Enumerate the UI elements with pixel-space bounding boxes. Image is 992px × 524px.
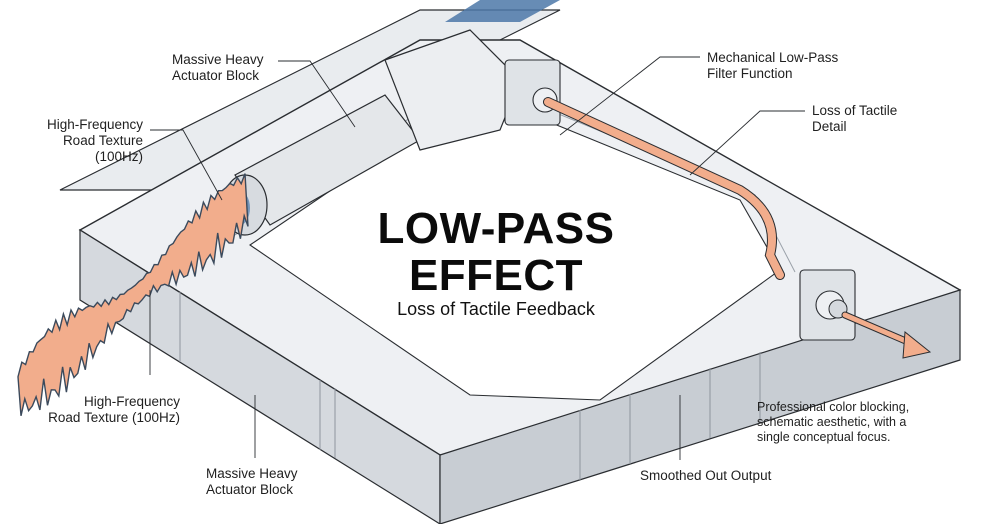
callout-line: Mechanical Low-Pass [707, 50, 839, 65]
callout-tactile-detail: Loss of Tactile Detail [812, 103, 897, 135]
callout-line: Massive Heavy [172, 52, 264, 67]
title-line-1: LOW-PASS [377, 204, 615, 253]
output-arrow [841, 311, 932, 359]
title-subtitle: Loss of Tactile Feedback [397, 299, 595, 319]
note-line: schematic aesthetic, with a [757, 415, 907, 429]
callout-line: Road Texture (100Hz) [48, 410, 180, 425]
callout-line: Detail [812, 119, 847, 134]
callout-line: (100Hz) [94, 149, 143, 164]
callout-line: Actuator Block [172, 68, 260, 83]
style-note: Professional color blocking, schematic a… [757, 400, 909, 445]
callout-line: Filter Function [707, 66, 793, 81]
callout-smoothed-output: Smoothed Out Output [640, 468, 772, 483]
callout-line: High-Frequency [83, 394, 180, 409]
title-line-2: EFFECT [408, 251, 584, 300]
callout-road-texture-bottom: High-Frequency Road Texture (100Hz) [40, 394, 180, 426]
leader-lines [149, 56, 805, 460]
callout-road-texture-top: High-Frequency Road Texture (100Hz) [40, 117, 143, 165]
note-line: single conceptual focus. [757, 430, 891, 444]
callout-line: Massive Heavy [206, 466, 298, 481]
callout-line: Road Texture [62, 133, 143, 148]
high-frequency-wave [17, 173, 249, 416]
callout-actuator-top: Massive Heavy Actuator Block [172, 52, 264, 84]
callout-line: Actuator Block [206, 482, 294, 497]
callout-actuator-bottom: Massive Heavy Actuator Block [206, 466, 298, 498]
callout-line: Loss of Tactile [812, 103, 898, 118]
note-line: Professional color blocking, [757, 400, 910, 414]
callout-line: High-Frequency [46, 117, 143, 132]
callout-filter-function: Mechanical Low-Pass Filter Function [707, 50, 838, 82]
